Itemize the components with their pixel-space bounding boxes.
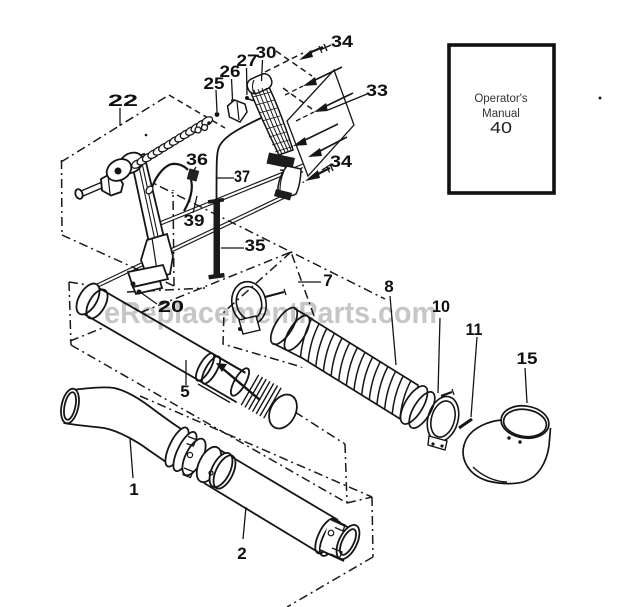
svg-text:34: 34	[331, 32, 354, 51]
svg-text:10: 10	[432, 297, 450, 316]
svg-text:33: 33	[366, 81, 388, 100]
svg-text:20: 20	[158, 297, 184, 316]
svg-text:7: 7	[323, 271, 332, 290]
svg-text:1: 1	[129, 480, 138, 499]
svg-text:35: 35	[245, 236, 266, 255]
svg-text:5: 5	[180, 382, 189, 401]
svg-text:39: 39	[184, 211, 205, 230]
svg-text:26: 26	[220, 62, 241, 81]
svg-text:eReplacementParts.com: eReplacementParts.com	[104, 295, 437, 330]
svg-text:2: 2	[237, 544, 246, 563]
svg-text:15: 15	[517, 349, 538, 368]
svg-text:Operator's: Operator's	[474, 93, 528, 105]
svg-text:25: 25	[204, 74, 225, 93]
svg-text:Manual: Manual	[482, 108, 520, 120]
svg-text:36: 36	[186, 150, 208, 169]
svg-text:8: 8	[384, 277, 393, 296]
svg-text:11: 11	[466, 320, 483, 339]
svg-text:27: 27	[237, 51, 258, 70]
svg-text:30: 30	[256, 43, 277, 62]
svg-text:22: 22	[108, 91, 138, 110]
svg-text:40: 40	[490, 120, 512, 137]
svg-text:37: 37	[234, 167, 250, 186]
svg-text:34: 34	[330, 152, 353, 171]
